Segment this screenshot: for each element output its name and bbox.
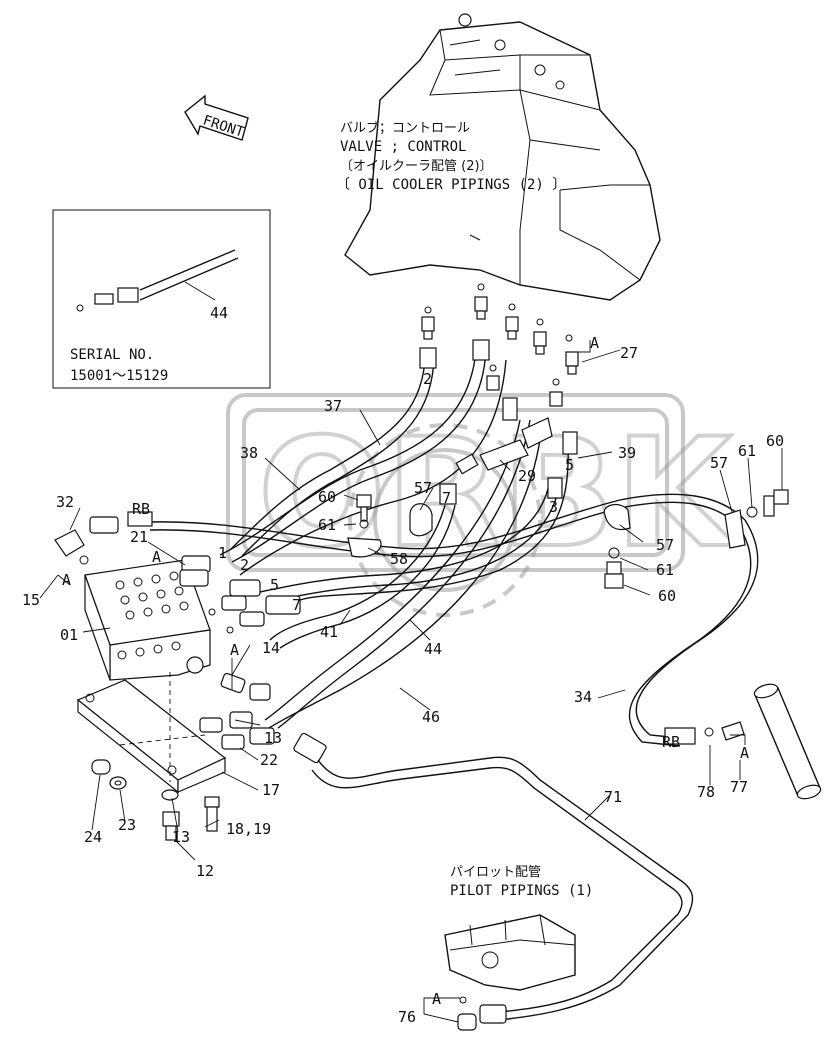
- label-29: 29: [518, 467, 536, 485]
- pilot-caption: パイロット配管 PILOT PIPINGS (1): [450, 865, 593, 899]
- hose-tag-2b: 2: [240, 556, 249, 574]
- label-77: 77: [730, 778, 748, 796]
- label-60a: 60: [318, 488, 336, 506]
- hose-tag-1: 1: [218, 544, 227, 562]
- block-fittings: [54, 516, 327, 764]
- reference-marks: A A A A A A: [62, 334, 749, 1008]
- label-38: 38: [240, 444, 258, 462]
- pilot-valve-body: [444, 914, 576, 1031]
- pilot-caption-jp: パイロット配管: [450, 865, 541, 880]
- label-34: 34: [574, 688, 592, 706]
- valve-caption-sub-en: 〔 OIL COOLER PIPINGS (2) 〕: [336, 177, 566, 193]
- label-44: 44: [424, 640, 442, 658]
- ref-a-15: A: [62, 571, 71, 589]
- inset-serial-label: SERIAL NO.: [70, 347, 154, 363]
- inset-part-44: 44: [210, 304, 228, 322]
- front-arrow: FRONT: [184, 94, 249, 141]
- label-58: 58: [390, 550, 408, 568]
- label-12: 12: [196, 862, 214, 880]
- label-13b: 13: [172, 828, 190, 846]
- label-14: 14: [262, 639, 280, 657]
- label-01: 01: [60, 626, 78, 644]
- label-18-19: 18,19: [226, 820, 271, 838]
- label-23: 23: [118, 816, 136, 834]
- hose-tag-3: 3: [549, 498, 558, 516]
- label-37: 37: [324, 397, 342, 415]
- distribution-block: [84, 559, 211, 681]
- valve-caption: バルブ；コントロール VALVE ; CONTROL 〔オイルクーラ配管 (2)…: [336, 120, 566, 193]
- label-76: 76: [398, 1008, 416, 1026]
- label-57a: 57: [414, 479, 432, 497]
- tube-fitting-right: [704, 683, 822, 800]
- label-21: 21: [130, 528, 148, 546]
- ref-a-76: A: [432, 990, 441, 1008]
- ref-a-14: A: [230, 641, 239, 659]
- hose-tag-rb2: RB: [662, 733, 680, 751]
- hoses: [149, 349, 759, 747]
- label-61a: 61: [318, 516, 336, 534]
- label-15: 15: [22, 591, 40, 609]
- front-arrow-label: FRONT: [201, 113, 247, 141]
- mounting-bracket: [76, 672, 227, 841]
- hose-tag-7b: 7: [292, 596, 301, 614]
- ref-a-21: A: [152, 548, 161, 566]
- label-60c: 60: [766, 432, 784, 450]
- pilot-caption-en: PILOT PIPINGS (1): [450, 883, 593, 899]
- label-32: 32: [56, 493, 74, 511]
- hose-tag-2a: 2: [423, 370, 432, 388]
- control-valve-block: [344, 13, 661, 301]
- hose-tag-5b: 5: [270, 576, 279, 594]
- label-13a: 13: [264, 729, 282, 747]
- ref-a-77: A: [740, 744, 749, 762]
- label-17: 17: [262, 781, 280, 799]
- label-60b: 60: [658, 587, 676, 605]
- label-61c: 61: [738, 442, 756, 460]
- hose-tag-numbers: 1 2 5 7: [218, 544, 301, 614]
- valve-port-fittings: [421, 283, 579, 407]
- watermark-text: ORBK: [258, 407, 736, 581]
- valve-caption-jp: バルブ；コントロール: [340, 120, 470, 136]
- clamps: [347, 489, 789, 589]
- valve-caption-sub-jp: 〔オイルクーラ配管 (2)〕: [340, 159, 493, 174]
- label-22: 22: [260, 751, 278, 769]
- label-46: 46: [422, 708, 440, 726]
- part-labels: 37 38 32 21 15 01 14 60 61 58 57 29 27 3…: [22, 344, 784, 1026]
- label-57c: 57: [710, 454, 728, 472]
- inset-serial-range: 15001～15129: [70, 368, 168, 384]
- watermark: ORBK: [226, 393, 738, 617]
- label-39: 39: [618, 444, 636, 462]
- label-61b: 61: [656, 561, 674, 579]
- hose-tag-5a: 5: [565, 456, 574, 474]
- label-41: 41: [320, 623, 338, 641]
- pilot-pipe: [311, 756, 694, 1024]
- serial-inset-box: 44 SERIAL NO. 15001～15129: [52, 209, 271, 389]
- hose-tags: 2 5 3 7 RB RB: [127, 339, 696, 751]
- ref-a-27: A: [590, 334, 599, 352]
- label-78: 78: [697, 783, 715, 801]
- label-71: 71: [604, 788, 622, 806]
- hose-tag-rb1: RB: [132, 500, 150, 518]
- valve-caption-en: VALVE ; CONTROL: [340, 139, 466, 155]
- leader-lines: [39, 340, 783, 1023]
- hose-tag-7a: 7: [442, 489, 451, 507]
- label-57b: 57: [656, 536, 674, 554]
- label-24: 24: [84, 828, 102, 846]
- label-27: 27: [620, 344, 638, 362]
